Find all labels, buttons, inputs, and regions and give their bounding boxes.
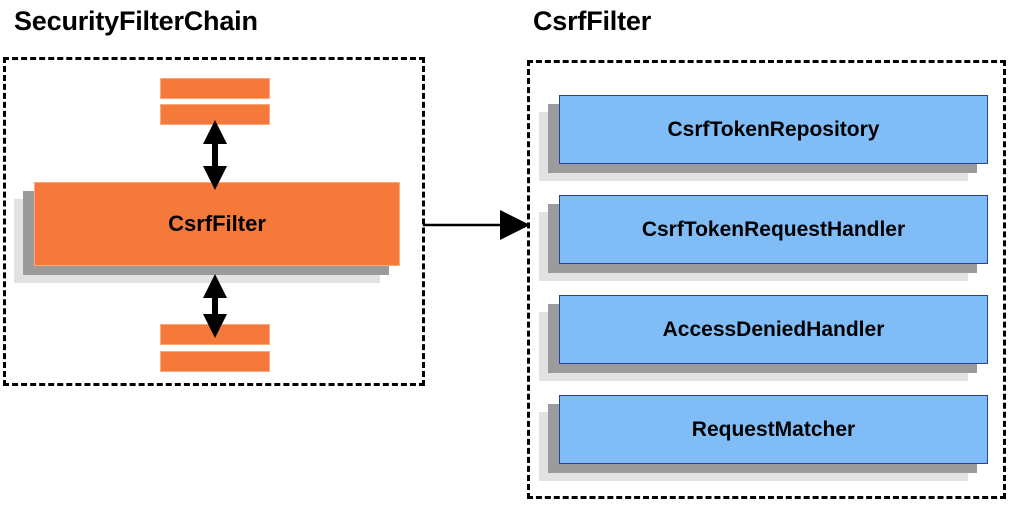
- left-panel-title: SecurityFilterChain: [14, 6, 258, 36]
- security-filter-chain-panel: [3, 57, 425, 386]
- collaborator-label: RequestMatcher: [559, 395, 988, 464]
- collaborator-label: CsrfTokenRequestHandler: [559, 195, 988, 264]
- filter-bar-below-1: [160, 324, 270, 345]
- collaborator-card-csrf-token-request-handler[interactable]: CsrfTokenRequestHandler: [539, 195, 988, 281]
- csrf-filter-label: CsrfFilter: [34, 182, 400, 266]
- collaborator-label: CsrfTokenRepository: [559, 95, 988, 164]
- filter-bar-below-2: [160, 351, 270, 372]
- collaborator-label: AccessDeniedHandler: [559, 295, 988, 364]
- filter-bar-above-1: [160, 78, 270, 99]
- csrf-filter-detail-panel: [527, 60, 1006, 499]
- right-panel-title: CsrfFilter: [533, 6, 652, 36]
- filter-bar-above-2: [160, 104, 270, 125]
- arrow-right-icon: [423, 210, 530, 240]
- csrf-filter-card[interactable]: CsrfFilter: [14, 182, 400, 283]
- collaborator-card-request-matcher[interactable]: RequestMatcher: [539, 395, 988, 481]
- collaborator-card-access-denied-handler[interactable]: AccessDeniedHandler: [539, 295, 988, 381]
- collaborator-card-csrf-token-repository[interactable]: CsrfTokenRepository: [539, 95, 988, 181]
